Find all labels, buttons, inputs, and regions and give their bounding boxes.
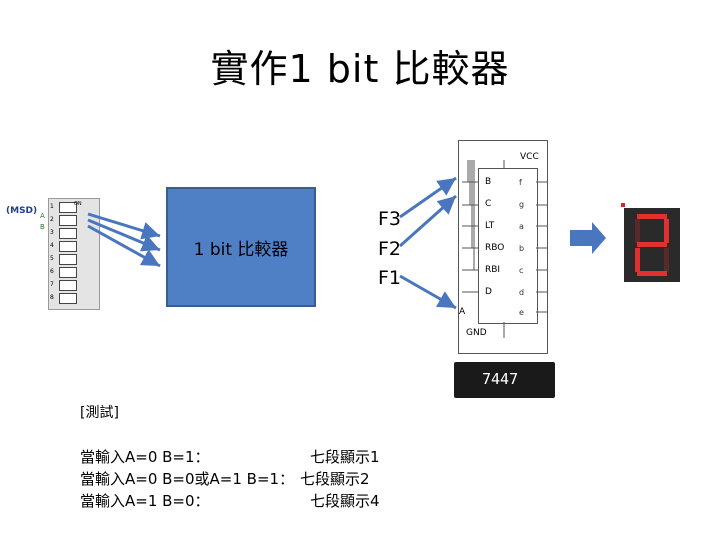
ic-output-label: g xyxy=(519,200,525,209)
output-f2: F2 xyxy=(378,238,402,260)
comparator-label: 1 bit 比較器 xyxy=(193,239,289,260)
ic-output-label: d xyxy=(519,288,525,297)
test-result-3: 七段顯示4 xyxy=(310,492,380,510)
ic-input-label: A xyxy=(459,307,466,317)
ic-input-label: RBI xyxy=(485,265,501,275)
ic-output-label: f xyxy=(519,178,522,187)
test-condition-1: 當輸入A=0 B=1： xyxy=(80,448,210,466)
switch-toggle[interactable] xyxy=(59,293,77,304)
test-heading: [測試] xyxy=(80,405,119,421)
gnd-label: GND xyxy=(466,328,487,338)
ic-input-label: B xyxy=(485,177,492,187)
switch-number: 2 xyxy=(50,216,54,223)
right-arrow-icon xyxy=(570,222,606,254)
switch-number: 8 xyxy=(50,294,54,301)
output-f1: F1 xyxy=(378,267,402,289)
ic-part-number: 7447 xyxy=(482,370,519,388)
test-condition-2: 當輸入A=0 B=0或A=1 B=1： xyxy=(80,470,295,488)
test-result-1: 七段顯示1 xyxy=(310,448,380,466)
ic-output-label: b xyxy=(519,244,525,253)
vcc-label: VCC xyxy=(520,152,539,162)
input-a-label: A xyxy=(40,212,45,220)
test-condition-3: 當輸入A=1 B=0： xyxy=(80,492,210,510)
switch-toggle[interactable] xyxy=(59,228,77,239)
switch-toggle[interactable] xyxy=(59,241,77,252)
seven-segment-display xyxy=(624,208,680,282)
test-result-2: 七段顯示2 xyxy=(300,470,370,488)
switch-number: 1 xyxy=(50,203,54,210)
switch-toggle[interactable] xyxy=(59,202,77,213)
ic-input-label: RBO xyxy=(485,243,505,253)
output-f3: F3 xyxy=(378,208,402,230)
switch-number: 3 xyxy=(50,229,54,236)
input-b-label: B xyxy=(40,223,45,231)
switch-toggle[interactable] xyxy=(59,215,77,226)
switch-toggle[interactable] xyxy=(59,267,77,278)
msd-label: (MSD) xyxy=(6,206,38,216)
ic-7447-chip: 7447 xyxy=(454,362,555,398)
output-arrows xyxy=(399,176,457,310)
page-title: 實作1 bit 比較器 xyxy=(210,47,510,91)
ic-input-label: LT xyxy=(485,221,495,231)
decoder-pin-lines xyxy=(462,160,548,338)
ic-input-label: D xyxy=(485,287,492,297)
switch-on-label: ON xyxy=(74,201,82,207)
decoder-inner-box: B C LT RBO RBI D A f g a b c d e xyxy=(459,168,538,324)
input-arrows xyxy=(87,212,161,268)
switch-number: 5 xyxy=(50,255,54,262)
switch-toggle[interactable] xyxy=(59,254,77,265)
ic-input-label: C xyxy=(485,199,492,209)
display-dot xyxy=(621,203,625,207)
dip-switch: 1 2 3 4 5 6 7 8 xyxy=(48,198,100,310)
ic-output-label: e xyxy=(519,308,524,317)
ic-output-label: a xyxy=(519,222,524,231)
switch-number: 6 xyxy=(50,268,54,275)
seven-segment-graphic xyxy=(635,214,669,276)
ic-output-label: c xyxy=(519,266,524,275)
switch-toggle[interactable] xyxy=(59,280,77,291)
switch-number: 4 xyxy=(50,242,54,249)
comparator-box: 1 bit 比較器 xyxy=(166,187,316,307)
switch-number: 7 xyxy=(50,281,54,288)
